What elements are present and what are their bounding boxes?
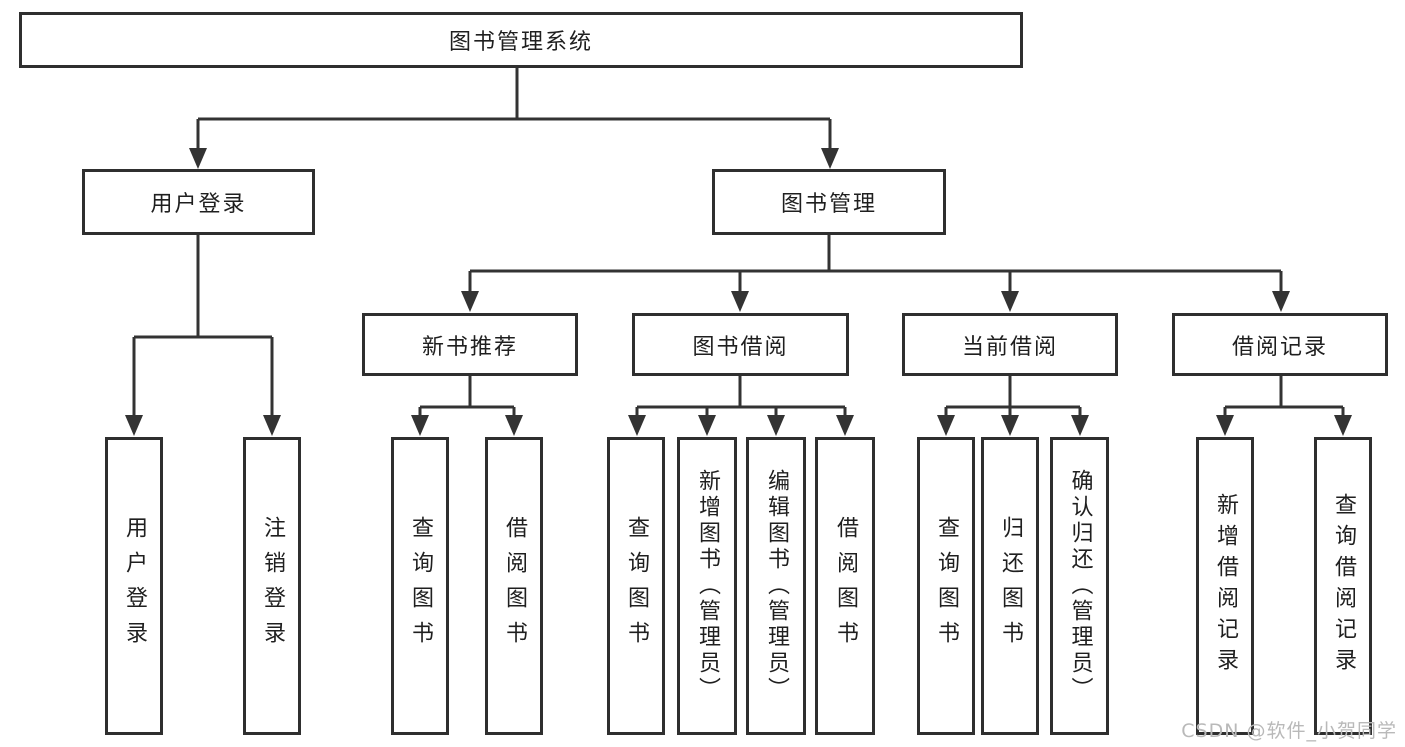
csdn-watermark: CSDN @软件_小贺同学: [1181, 720, 1397, 742]
node-book-borrowing: 图书借阅: [632, 313, 849, 376]
leaf-confirm-return-admin: 确认归还（管理员）: [1050, 437, 1109, 735]
leaf-return-books: 归还图书: [981, 437, 1039, 735]
node-book-management: 图书管理: [712, 169, 946, 235]
node-current-borrowing: 当前借阅: [902, 313, 1118, 376]
connector-root-bus: [198, 68, 830, 121]
leaf-query-books-current: 查询图书: [917, 437, 975, 735]
connector-user-login-bus: [134, 235, 272, 339]
leaf-query-borrow-record: 查询借阅记录: [1314, 437, 1372, 735]
leaf-user-login: 用户登录: [105, 437, 163, 735]
leaf-query-books-recommend: 查询图书: [391, 437, 449, 735]
node-borrowing-records: 借阅记录: [1172, 313, 1388, 376]
connector-new-books-bus: [420, 376, 514, 409]
leaf-borrow-books: 借阅图书: [815, 437, 875, 735]
node-user-login: 用户登录: [82, 169, 315, 235]
node-root-system: 图书管理系统: [19, 12, 1023, 68]
leaf-logout: 注销登录: [243, 437, 301, 735]
arrow-heads: [125, 148, 1352, 436]
connector-records-bus: [1225, 376, 1343, 409]
leaf-borrow-books-recommend: 借阅图书: [485, 437, 543, 735]
leaf-add-books-admin: 新增图书（管理员）: [677, 437, 737, 735]
connector-current-bus: [946, 376, 1080, 409]
leaf-add-borrow-record: 新增借阅记录: [1196, 437, 1254, 735]
connector-book-mgmt-bus: [470, 235, 1281, 273]
leaf-edit-books-admin: 编辑图书（管理员）: [746, 437, 806, 735]
node-new-book-recommendation: 新书推荐: [362, 313, 578, 376]
leaf-query-books-borrowing: 查询图书: [607, 437, 665, 735]
connector-borrowing-bus: [637, 376, 845, 409]
